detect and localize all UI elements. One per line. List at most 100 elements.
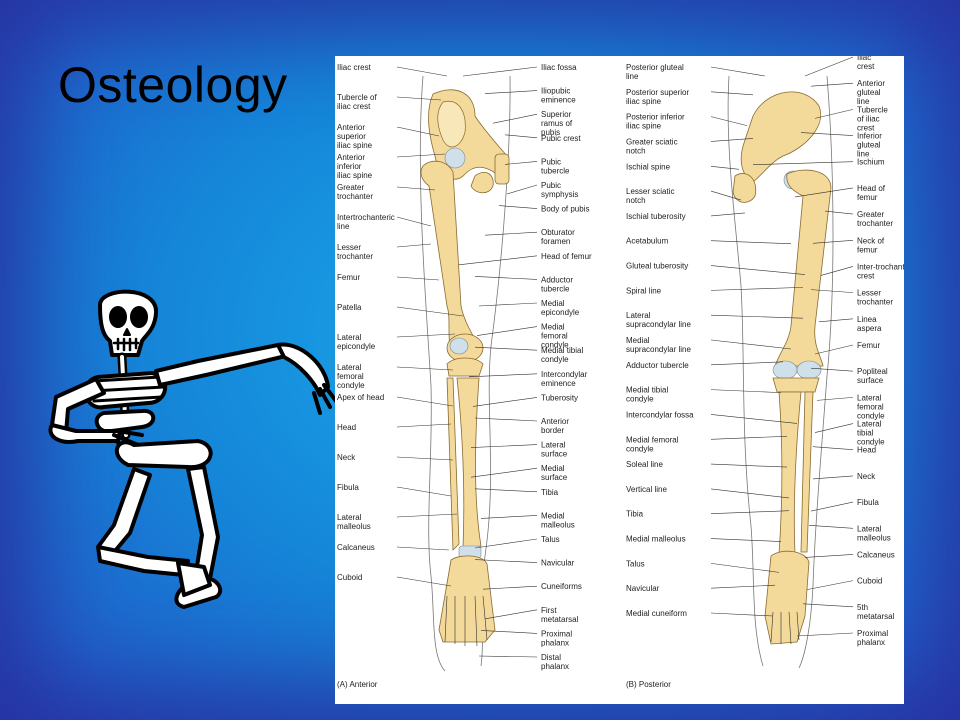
anatomy-label: Inter-trochantericcrest: [857, 262, 904, 280]
anatomy-label: Fibula: [337, 483, 359, 492]
anatomy-label: Anteriorinferioriliac spine: [337, 153, 373, 180]
leader-line: [815, 345, 853, 354]
anatomy-label: Calcaneus: [857, 550, 895, 559]
anatomy-label: Anteriorsuperioriliac spine: [337, 123, 373, 150]
anatomy-label: Neck offemur: [857, 236, 885, 254]
anatomy-label: Fibula: [857, 498, 879, 507]
leader-line: [475, 276, 537, 279]
anatomy-label: Navicular: [541, 559, 575, 568]
anatomy-label: Posterior superioriliac spine: [626, 88, 689, 106]
anatomy-label: Iliopubiceminence: [541, 87, 576, 105]
leader-line: [479, 303, 537, 306]
anatomy-label: Femur: [857, 341, 880, 350]
anatomy-label: Medial femoralcondyle: [626, 435, 679, 453]
anatomy-label: Lateralfemoralcondyle: [337, 363, 365, 390]
anatomy-label: Medial malleolus: [626, 535, 686, 544]
anatomy-label: Cuboid: [857, 577, 882, 586]
anatomy-label: Lateralepicondyle: [337, 333, 376, 351]
anatomy-label: Iliac crest: [337, 63, 372, 72]
leader-line: [711, 390, 781, 393]
leader-line: [463, 67, 537, 76]
anatomy-label: Talus: [541, 535, 560, 544]
anatomy-label: Acetabulum: [626, 237, 669, 246]
leader-line: [711, 362, 783, 365]
leader-line: [711, 287, 803, 290]
anatomy-label: Lateralmalleolus: [337, 513, 371, 531]
leader-line: [711, 539, 781, 542]
leader-line: [397, 457, 453, 460]
leader-line: [493, 114, 537, 123]
leader-line: [711, 92, 753, 95]
anatomy-label: Head of femur: [541, 252, 592, 261]
leader-line: [473, 397, 537, 406]
anatomy-label: Tubercleof iliaccrest: [857, 105, 888, 132]
leader-line: [397, 217, 431, 226]
anatomy-label: Inferiorglutealline: [857, 132, 882, 159]
anatomy-label: Neck: [857, 472, 876, 481]
anatomy-label: Ischial spine: [626, 162, 671, 171]
leader-line: [397, 67, 447, 76]
anatomy-label: Adductor tubercle: [626, 361, 689, 370]
anatomy-label: Tibia: [541, 488, 559, 497]
anatomy-label: Intercondylareminence: [541, 370, 588, 388]
leader-line: [711, 613, 773, 616]
leader-line: [711, 241, 791, 244]
leader-line: [711, 67, 765, 76]
leader-line: [475, 489, 537, 492]
anatomy-label: Lesser sciaticnotch: [626, 187, 674, 205]
leader-line: [711, 266, 805, 275]
leader-line: [711, 563, 779, 572]
anatomy-label: Poplitealsurface: [857, 367, 888, 385]
leader-line: [397, 514, 457, 517]
leader-line: [475, 539, 537, 548]
anatomy-label: Anteriorglutealline: [857, 79, 885, 106]
anatomy-label: Body of pubis: [541, 205, 589, 214]
anatomy-label: 5thmetatarsal: [857, 603, 895, 621]
anatomy-label: Intercondylar fossa: [626, 410, 694, 419]
leader-line: [815, 424, 853, 433]
anatomy-label: Pubic crest: [541, 134, 581, 143]
anatomy-label: Tuberosity: [541, 393, 578, 402]
leader-line: [813, 447, 853, 450]
anatomy-label: Ischium: [857, 158, 885, 167]
anatomy-label: Intertrochantericline: [337, 213, 395, 231]
anatomy-label: Gluteal tuberosity: [626, 262, 688, 271]
leader-line: [459, 256, 537, 265]
anterior-view: [420, 76, 510, 671]
anatomy-label: Femur: [337, 273, 360, 282]
leader-line: [711, 117, 747, 126]
anatomy-label: Talus: [626, 559, 645, 568]
leader-line: [397, 487, 451, 496]
leader-line: [711, 166, 739, 169]
leader-line: [483, 586, 537, 589]
leader-line: [485, 91, 537, 94]
leader-line: [805, 554, 853, 557]
caption-anterior: (A) Anterior: [337, 680, 378, 689]
skeleton-clipart-icon: [38, 285, 338, 625]
leader-line: [811, 83, 853, 86]
caption-posterior: (B) Posterior: [626, 680, 671, 689]
slide-title: Osteology: [58, 56, 288, 114]
leader-line: [397, 367, 453, 370]
